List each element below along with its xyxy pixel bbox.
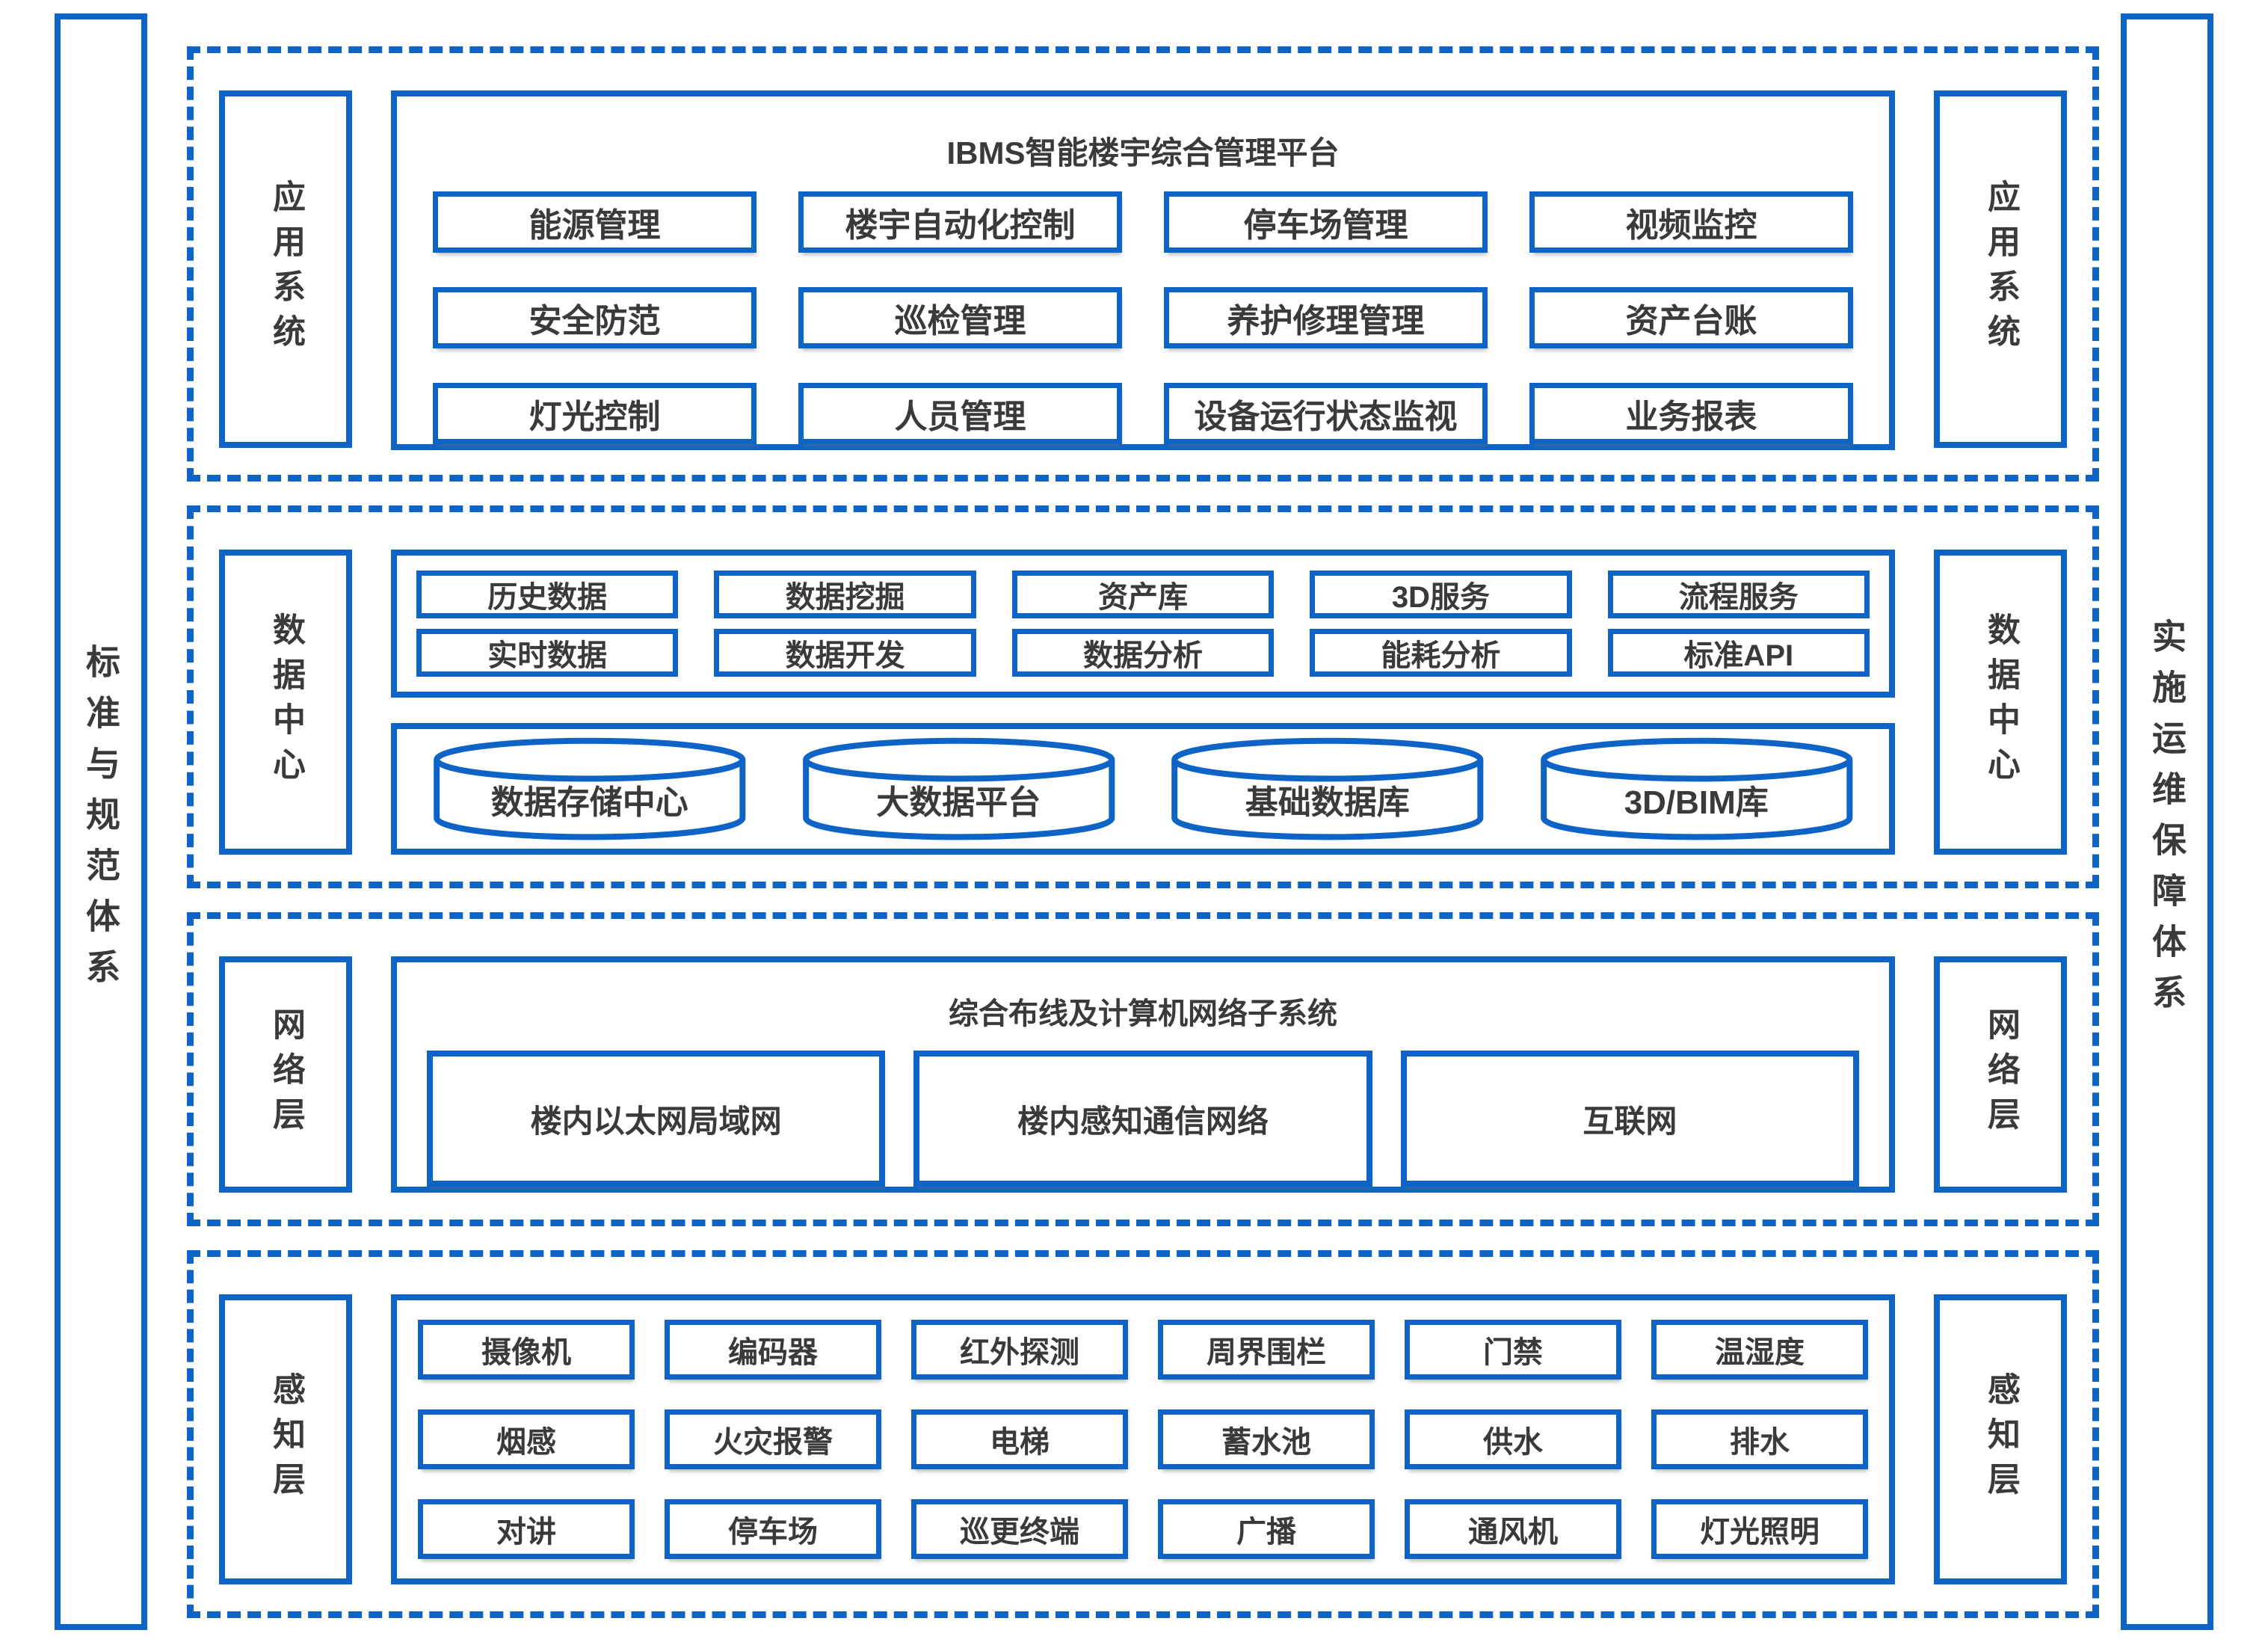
device-chip: 烟感 xyxy=(418,1409,635,1469)
app-module-chip: 停车场管理 xyxy=(1164,191,1488,253)
data-service-chip: 能耗分析 xyxy=(1310,629,1572,677)
application-layer-body: IBMS智能楼宇综合管理平台 能源管理 楼宇自动化控制 停车场管理 视频监控 安… xyxy=(391,90,1895,450)
data-center-body: 历史数据 数据挖掘 资产库 3D服务 流程服务 实时数据 数据开发 数据分析 能… xyxy=(391,550,1895,855)
device-chip: 广播 xyxy=(1158,1499,1375,1559)
data-service-chip: 流程服务 xyxy=(1607,571,1870,618)
app-module-chip: 楼宇自动化控制 xyxy=(798,191,1122,253)
application-module-grid: 能源管理 楼宇自动化控制 停车场管理 视频监控 安全防范 巡检管理 养护修理管理… xyxy=(428,181,1858,444)
device-chip: 电梯 xyxy=(911,1409,1128,1469)
perception-layer-label-right: 感知层 xyxy=(1934,1294,2067,1584)
storage-cylinder-label: 数据存储中心 xyxy=(490,784,688,821)
device-chip: 编码器 xyxy=(665,1320,881,1380)
perception-layer-label-right-text: 感知层 xyxy=(1982,1372,2019,1507)
device-chip: 温湿度 xyxy=(1651,1320,1868,1380)
database-cylinder-icon xyxy=(796,732,1122,849)
application-layer-label-right-text: 应用系统 xyxy=(1982,179,2019,359)
storage-cylinder: 3D/BIM库 xyxy=(1534,732,1860,849)
device-chip: 摄像机 xyxy=(418,1320,635,1380)
app-module-chip: 能源管理 xyxy=(433,191,756,253)
ops-support-pillar: 实施运维保障体系 xyxy=(2121,13,2213,1630)
data-service-chip: 数据挖掘 xyxy=(714,571,976,618)
device-chip: 排水 xyxy=(1651,1409,1868,1469)
device-chip: 供水 xyxy=(1405,1409,1621,1469)
standards-pillar: 标准与规范体系 xyxy=(55,13,147,1630)
network-layer-label-right-text: 网络层 xyxy=(1982,1007,2019,1142)
device-chip: 周界围栏 xyxy=(1158,1320,1375,1380)
network-layer-label-left-text: 网络层 xyxy=(268,1007,304,1142)
app-module-chip: 人员管理 xyxy=(798,383,1122,444)
data-service-chip: 实时数据 xyxy=(416,629,679,677)
network-box: 楼内以太网局域网 xyxy=(427,1051,886,1187)
network-subsystem-title: 综合布线及计算机网络子系统 xyxy=(949,997,1337,1030)
data-center-label-right: 数据中心 xyxy=(1934,550,2067,855)
perception-layer-label-left: 感知层 xyxy=(219,1294,352,1584)
data-storage-box: 数据存储中心 大数据平台 基础数据库 xyxy=(391,723,1895,855)
app-module-chip: 业务报表 xyxy=(1529,383,1853,444)
ibms-platform-box: IBMS智能楼宇综合管理平台 能源管理 楼宇自动化控制 停车场管理 视频监控 安… xyxy=(391,90,1895,450)
app-module-chip: 安全防范 xyxy=(433,287,756,348)
perception-layer: 感知层 摄像机 编码器 红外探测 周界围栏 门禁 温湿度 烟感 火灾报警 电梯 … xyxy=(187,1250,2099,1618)
data-center-label-left-text: 数据中心 xyxy=(268,612,304,792)
data-services-box: 历史数据 数据挖掘 资产库 3D服务 流程服务 实时数据 数据开发 数据分析 能… xyxy=(391,550,1895,698)
data-center-layer: 数据中心 历史数据 数据挖掘 资产库 3D服务 流程服务 实时数据 数据开发 数… xyxy=(187,505,2099,888)
database-cylinder-icon xyxy=(1165,732,1491,849)
application-layer-label-right: 应用系统 xyxy=(1934,90,2067,448)
application-layer: 应用系统 IBMS智能楼宇综合管理平台 能源管理 楼宇自动化控制 停车场管理 视… xyxy=(187,46,2099,482)
database-cylinder-icon xyxy=(1534,732,1860,849)
standards-pillar-label: 标准与规范体系 xyxy=(81,644,120,1000)
application-layer-label-left-text: 应用系统 xyxy=(268,179,304,359)
device-chip: 门禁 xyxy=(1405,1320,1621,1380)
network-box: 互联网 xyxy=(1400,1051,1859,1187)
storage-cylinder-label: 基础数据库 xyxy=(1245,784,1410,821)
ops-support-pillar-label: 实施运维保障体系 xyxy=(2148,618,2187,1025)
network-box: 楼内感知通信网络 xyxy=(913,1051,1372,1187)
storage-cylinder-label: 大数据平台 xyxy=(876,784,1041,821)
data-center-label-right-text: 数据中心 xyxy=(1982,612,2019,792)
application-layer-label-left: 应用系统 xyxy=(219,90,352,448)
data-service-chip: 标准API xyxy=(1607,629,1870,677)
data-center-label-left: 数据中心 xyxy=(219,550,352,855)
network-layer-body: 综合布线及计算机网络子系统 楼内以太网局域网 楼内感知通信网络 互联网 xyxy=(391,956,1895,1193)
data-service-chip: 3D服务 xyxy=(1310,571,1572,618)
app-module-chip: 养护修理管理 xyxy=(1164,287,1488,348)
app-module-chip: 灯光控制 xyxy=(433,383,756,444)
network-layer-label-right: 网络层 xyxy=(1934,956,2067,1193)
device-chip: 停车场 xyxy=(665,1499,881,1559)
device-chip: 巡更终端 xyxy=(911,1499,1128,1559)
data-service-chip: 数据分析 xyxy=(1011,629,1275,677)
data-service-chip: 资产库 xyxy=(1011,571,1275,618)
platform-title: IBMS智能楼宇综合管理平台 xyxy=(946,135,1340,170)
network-layer: 网络层 综合布线及计算机网络子系统 楼内以太网局域网 楼内感知通信网络 互联网 … xyxy=(187,912,2099,1226)
storage-cylinder-label: 3D/BIM库 xyxy=(1624,784,1769,821)
storage-cylinder: 基础数据库 xyxy=(1165,732,1491,849)
device-chip: 对讲 xyxy=(418,1499,635,1559)
network-row: 楼内以太网局域网 楼内感知通信网络 互联网 xyxy=(427,1051,1859,1187)
devices-box: 摄像机 编码器 红外探测 周界围栏 门禁 温湿度 烟感 火灾报警 电梯 蓄水池 … xyxy=(391,1294,1895,1584)
database-cylinder-icon xyxy=(427,732,753,849)
perception-layer-label-left-text: 感知层 xyxy=(268,1372,304,1507)
perception-layer-body: 摄像机 编码器 红外探测 周界围栏 门禁 温湿度 烟感 火灾报警 电梯 蓄水池 … xyxy=(391,1294,1895,1584)
device-chip: 红外探测 xyxy=(911,1320,1128,1380)
data-service-chip: 数据开发 xyxy=(714,629,976,677)
network-layer-label-left: 网络层 xyxy=(219,956,352,1193)
layer-stack: 应用系统 IBMS智能楼宇综合管理平台 能源管理 楼宇自动化控制 停车场管理 视… xyxy=(187,46,2099,1618)
storage-cylinder: 数据存储中心 xyxy=(427,732,753,849)
device-chip: 蓄水池 xyxy=(1158,1409,1375,1469)
network-subsystem-box: 综合布线及计算机网络子系统 楼内以太网局域网 楼内感知通信网络 互联网 xyxy=(391,956,1895,1193)
app-module-chip: 巡检管理 xyxy=(798,287,1122,348)
device-chip: 火灾报警 xyxy=(665,1409,881,1469)
storage-cylinder: 大数据平台 xyxy=(796,732,1122,849)
device-chip: 灯光照明 xyxy=(1651,1499,1868,1559)
data-service-chip: 历史数据 xyxy=(416,571,679,618)
app-module-chip: 资产台账 xyxy=(1529,287,1853,348)
device-chip: 通风机 xyxy=(1405,1499,1621,1559)
app-module-chip: 视频监控 xyxy=(1529,191,1853,253)
app-module-chip: 设备运行状态监视 xyxy=(1164,383,1488,444)
